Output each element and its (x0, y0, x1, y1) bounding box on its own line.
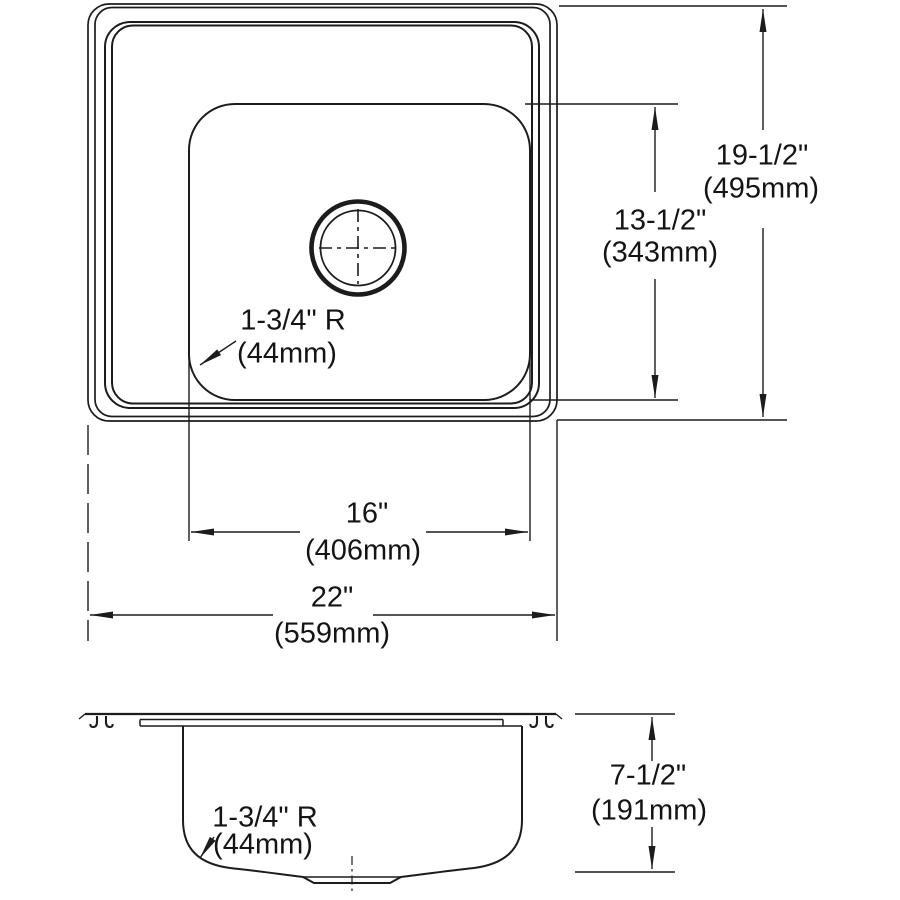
bowl-depth-label-mm: (343mm) (601, 236, 719, 269)
sink-outer-rim (87, 3, 558, 422)
top-view-drawing (87, 3, 787, 641)
overall-width-label-mm: (559mm) (273, 617, 391, 650)
front-corner-radius-label-in: 1-3/4" R (212, 801, 318, 834)
rim-flange (139, 718, 522, 727)
front-depth-label-mm: (191mm) (590, 794, 708, 827)
bowl-width-label-in: 16" (345, 497, 389, 530)
sink-bowl-outline (188, 103, 531, 401)
front-corner-radius-label-mm: (44mm) (213, 828, 313, 861)
overall-depth-label-in: 19-1/2" (715, 139, 809, 172)
bowl-width-label-mm: (406mm) (304, 534, 422, 567)
overall-width-dimension (87, 420, 558, 641)
front-view-drawing (78, 712, 675, 894)
corner-radius-leader-arrow-front (199, 836, 216, 859)
overall-width-label-in: 22" (310, 581, 354, 614)
drain-icon (309, 199, 407, 297)
overall-depth-dimension (557, 5, 787, 421)
front-depth-dimension (575, 713, 675, 873)
front-depth-label-in: 7-1/2" (609, 759, 687, 792)
sink-mounting-rim (104, 21, 540, 409)
bowl-width-dimension (188, 346, 531, 541)
mounting-clip-icons (89, 716, 554, 729)
overall-depth-label-mm: (495mm) (702, 172, 820, 205)
top-corner-radius-label-mm: (44mm) (237, 337, 337, 370)
top-corner-radius-label-in: 1-3/4" R (240, 304, 346, 337)
bowl-depth-dimension (525, 103, 678, 401)
bowl-depth-label-in: 13-1/2" (613, 204, 707, 237)
rim-top-edge (78, 712, 563, 720)
corner-radius-leader-arrow (199, 340, 237, 366)
